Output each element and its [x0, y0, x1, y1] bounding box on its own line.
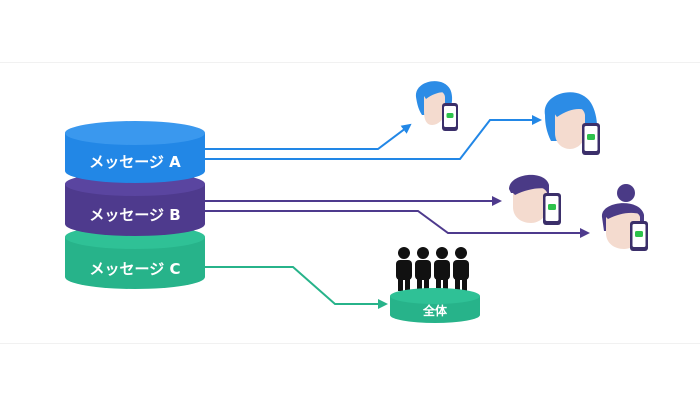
connector-b-person-4: [205, 210, 590, 238]
all-users-group: 全体: [390, 247, 480, 323]
diagram-panel: メッセージ C メッセージ B メッセージ A: [0, 62, 700, 344]
woman-with-phone-icon: [544, 92, 600, 155]
woman-with-phone-icon: [601, 184, 648, 251]
db-layer-c-label: メッセージ C: [90, 260, 181, 278]
db-layer-c: メッセージ C: [65, 225, 205, 289]
db-layer-a: メッセージ A: [65, 121, 205, 183]
group-of-people-icon: [396, 247, 469, 291]
group-platform: 全体: [390, 288, 480, 323]
connectors: [205, 115, 590, 309]
woman-with-phone-icon: [415, 81, 458, 131]
connector-c-group: [205, 266, 388, 309]
message-database: メッセージ C メッセージ B メッセージ A: [65, 121, 205, 289]
connector-a-person-2: [205, 115, 542, 160]
db-layer-a-label: メッセージ A: [89, 153, 181, 171]
db-layer-b-label: メッセージ B: [89, 206, 180, 224]
group-label: 全体: [422, 303, 448, 318]
man-with-phone-icon: [509, 174, 561, 225]
connector-a-person-1: [205, 123, 412, 150]
segmented-messaging-diagram: メッセージ C メッセージ B メッセージ A: [65, 81, 648, 323]
